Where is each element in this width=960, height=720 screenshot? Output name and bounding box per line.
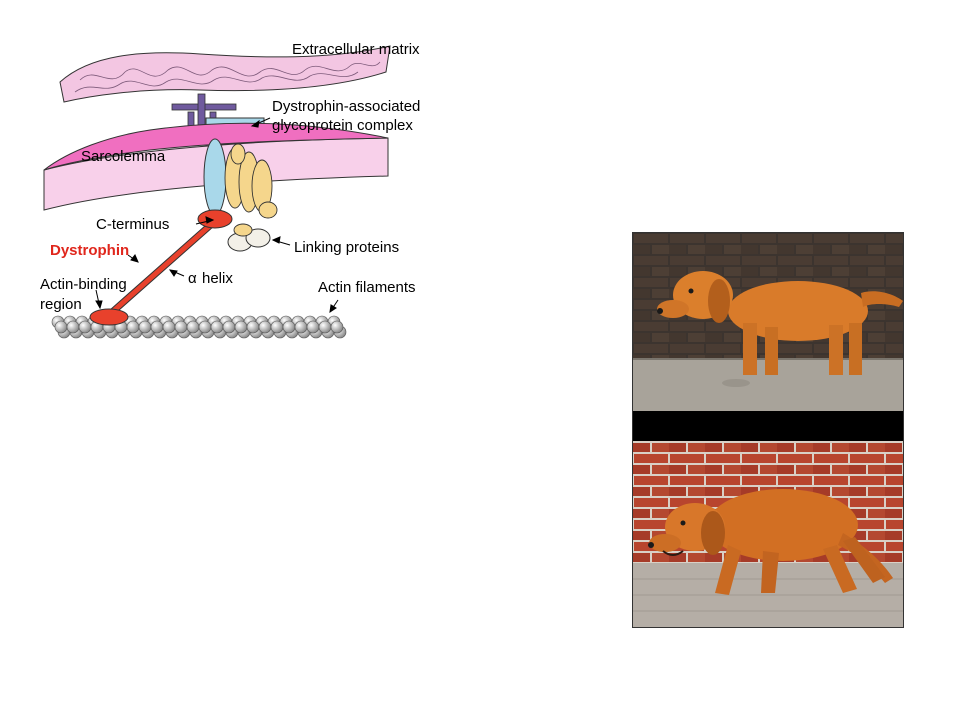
actin-bead [294, 320, 308, 334]
label-linking-proteins: Linking proteins [294, 239, 399, 256]
dystrophin-diagram: Extracellular matrix Dystrophin-associat… [40, 41, 420, 339]
actin-bead [258, 320, 272, 334]
actin-bead [54, 320, 68, 334]
actin-bead [174, 320, 188, 334]
actin-bead [270, 320, 284, 334]
label-actin-binding-line1: Actin-binding [40, 276, 127, 293]
actin-bead [330, 320, 344, 334]
actin-bead [162, 320, 176, 334]
dog-photo-panel [632, 232, 904, 628]
actin-bead [234, 320, 248, 334]
actin-bead [126, 320, 140, 334]
actin-bead [138, 320, 152, 334]
label-dagc-line1: Dystrophin-associated [272, 98, 420, 115]
label-helix: helix [202, 270, 233, 287]
dystrophin-protein [106, 209, 233, 318]
actin-bead [150, 320, 164, 334]
actin-bead [198, 320, 212, 334]
label-alpha-symbol: α [188, 270, 197, 287]
extracellular-matrix [59, 45, 391, 103]
actin-bead [78, 320, 92, 334]
actin-bead [210, 320, 224, 334]
pointer-arrows [95, 117, 339, 314]
label-actin-binding-line2: region [40, 296, 82, 313]
transmembrane-protein [203, 138, 227, 216]
label-sarcolemma: Sarcolemma [81, 148, 166, 165]
actin-binding-region-marker [89, 308, 129, 326]
actin-bead [282, 320, 296, 334]
linking-proteins [227, 223, 271, 252]
actin-filament [51, 315, 347, 339]
label-dystrophin: Dystrophin [50, 242, 129, 259]
label-extracellular-matrix: Extracellular matrix [292, 41, 420, 58]
photo-bottom-affected-dog [633, 441, 903, 627]
actin-bead [222, 320, 236, 334]
photo-top-healthy-dog [633, 233, 903, 411]
actin-bead [186, 320, 200, 334]
photo-separator [633, 411, 903, 441]
c-terminus-end [197, 209, 233, 229]
actin-bead [306, 320, 320, 334]
label-actin-filaments: Actin filaments [318, 279, 416, 296]
label-c-terminus: C-terminus [96, 216, 169, 233]
actin-bead [318, 320, 332, 334]
sarcoglycan-complex [224, 143, 278, 219]
actin-bead [246, 320, 260, 334]
actin-bead [66, 320, 80, 334]
label-dagc-line2: glycoprotein complex [272, 117, 413, 134]
